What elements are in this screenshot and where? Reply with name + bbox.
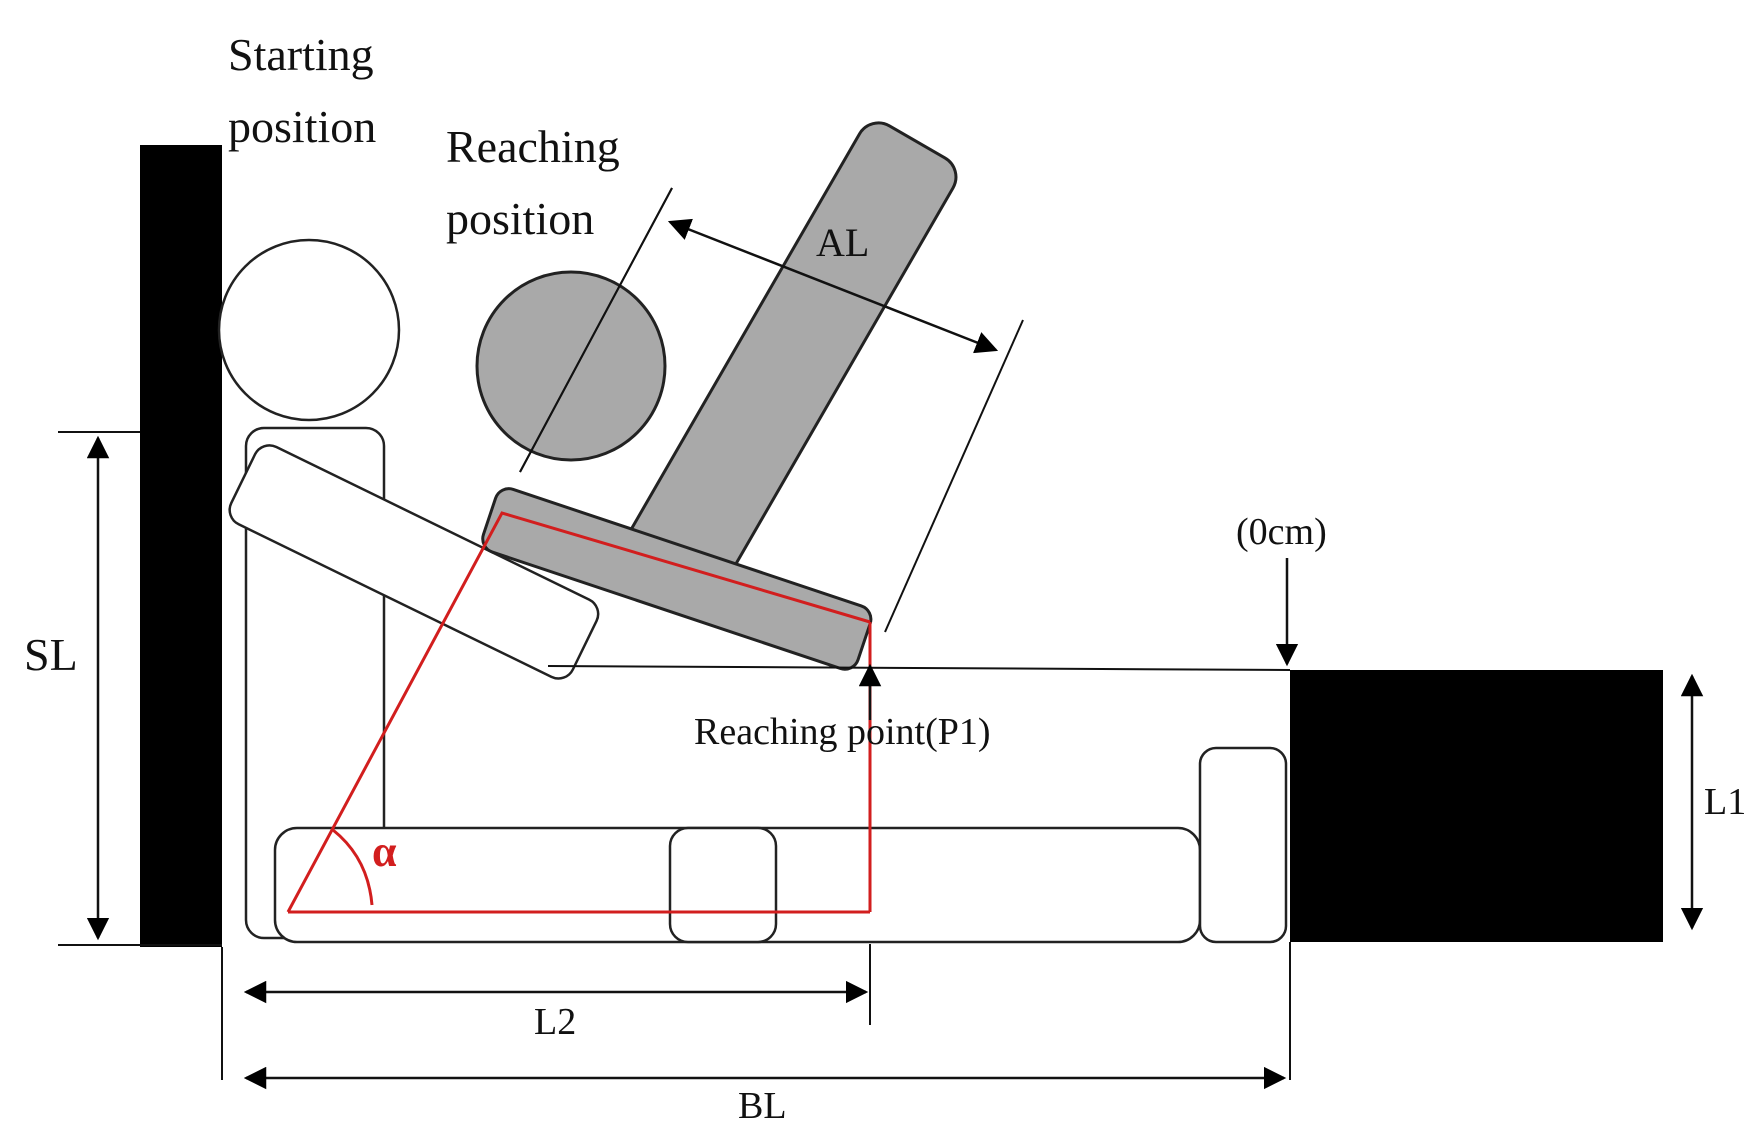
reaching-head (475, 270, 667, 462)
shoulder-height-line (547, 665, 1291, 671)
alpha-label: α (372, 827, 397, 876)
al-start-extension (519, 187, 673, 473)
reaching-position-label-1: Reaching (446, 121, 620, 172)
back-wall (140, 145, 222, 947)
zero-cm-label: (0cm) (1236, 511, 1327, 553)
l1-label: L1 (1704, 781, 1746, 823)
starting-head (217, 238, 401, 422)
al-arrow (667, 218, 999, 354)
reaching-position-label-2: position (446, 193, 594, 244)
reaching-point-label: Reaching point(P1) (694, 711, 991, 753)
al-label: AL (816, 220, 869, 265)
alpha-arc (332, 828, 374, 906)
sl-label: SL (24, 629, 78, 680)
reaching-trunk (621, 121, 958, 606)
bl-label: BL (738, 1085, 787, 1127)
front-block (1290, 670, 1663, 942)
al-end-extension (884, 319, 1024, 633)
red-measurement-lines (286, 511, 872, 914)
reference-lines (58, 187, 1291, 1080)
l2-label: L2 (534, 1001, 576, 1043)
dimension-arrows (86, 218, 1704, 1090)
starting-knee (668, 826, 778, 944)
trunk-axis-line (286, 511, 871, 913)
starting-foot (1198, 746, 1288, 944)
starting-position-label-2: position (228, 101, 376, 152)
starting-arm (228, 444, 600, 680)
starting-position-label-1: Starting (228, 29, 374, 80)
reaching-arm (481, 487, 873, 671)
